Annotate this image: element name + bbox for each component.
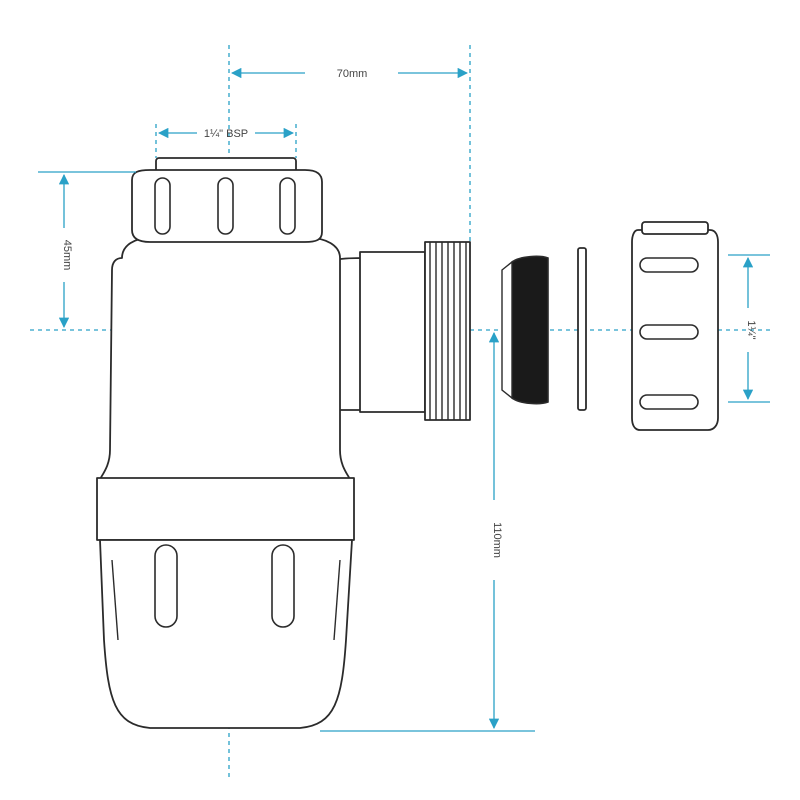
- dim-45-label: 45mm: [61, 240, 73, 271]
- dim-70-label: 70mm: [337, 68, 368, 80]
- bottom-slot-1: [154, 544, 178, 628]
- trap-body: [96, 237, 366, 729]
- dim-110-label: 110mm: [491, 522, 503, 558]
- outlet-nut: [631, 221, 719, 431]
- dim-outlet-label: 1¼": [745, 320, 757, 339]
- flat-washer: [577, 247, 587, 411]
- cone-washer: [507, 255, 549, 405]
- bottom-slot-2: [271, 544, 295, 628]
- top-nut: [131, 157, 323, 243]
- outlet-thread: [359, 241, 471, 421]
- dim-bsp-label: 1¼" BSP: [204, 128, 248, 140]
